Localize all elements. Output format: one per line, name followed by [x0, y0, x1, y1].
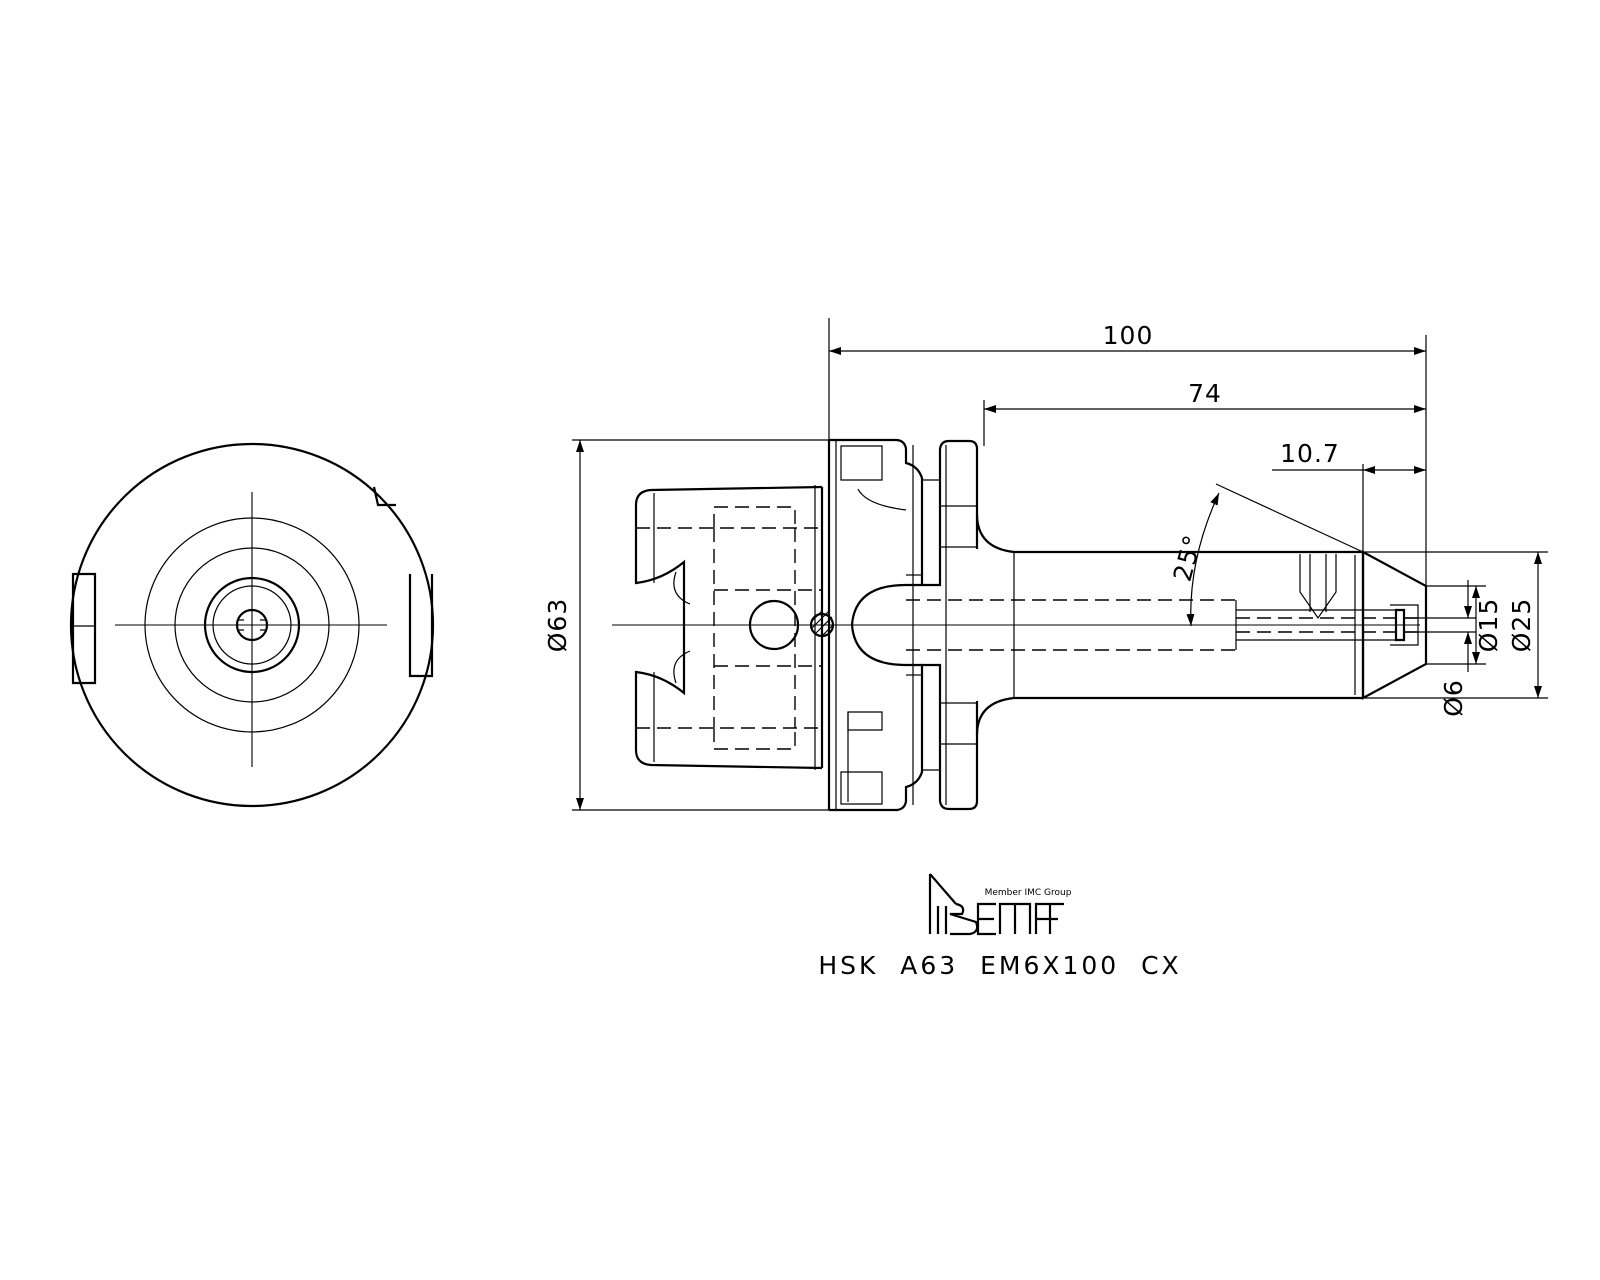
dim-projection-length: 74 [1188, 379, 1222, 408]
dim-arc-25deg [1186, 492, 1220, 627]
dim-nose-length: 10.7 [1280, 439, 1340, 468]
dim-taper-angle: 25° [1168, 531, 1208, 584]
end-view-notch [372, 486, 396, 507]
hsk-taper [634, 485, 823, 770]
dim-nose-diameter: Ø15 [1474, 598, 1503, 653]
shank-top [975, 513, 1363, 554]
side-view [612, 438, 1428, 812]
dim-overall-length: 100 [1103, 321, 1154, 350]
flange-top [829, 438, 979, 587]
dim-shank-diameter: Ø25 [1507, 598, 1536, 653]
end-view-drive-slot-right [408, 574, 434, 678]
flange-bottom [829, 663, 979, 812]
shank-bottom [975, 696, 1363, 736]
set-screw [1299, 554, 1337, 620]
dim-flange-diameter: Ø63 [543, 598, 572, 653]
iscar-logo: Member IMC Group [928, 873, 1072, 936]
dim-bore-diameter: Ø6 [1439, 679, 1468, 717]
end-view [69, 442, 435, 808]
end-view-drive-slot-left [71, 572, 97, 685]
part-number: HSK A63 EM6X100 CX [818, 951, 1181, 980]
dimensions: 100 74 10.7 25° Ø63 Ø15 Ø25 Ø6 [543, 318, 1548, 811]
logo-tagline: Member IMC Group [985, 888, 1072, 898]
